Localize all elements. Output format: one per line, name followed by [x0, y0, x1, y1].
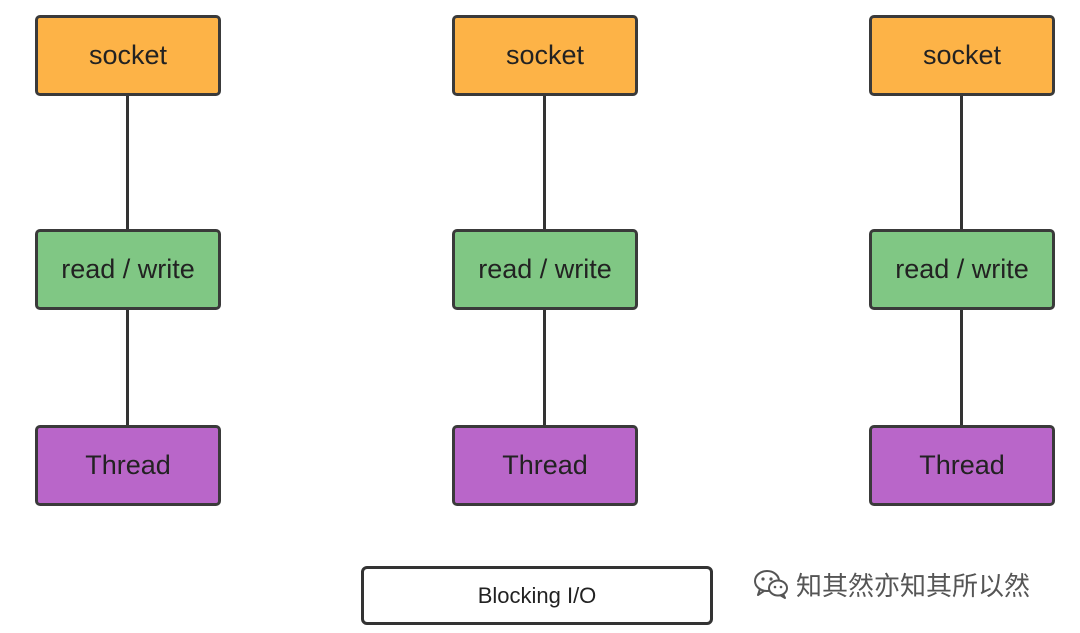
wechat-icon [752, 568, 790, 600]
read-write-node-2: read / write [452, 229, 638, 310]
diagram-caption: Blocking I/O [361, 566, 713, 625]
read-write-node-1: read / write [35, 229, 221, 310]
connector-socket-io-2 [543, 95, 546, 230]
watermark: 知其然亦知其所以然 [752, 564, 1030, 604]
connector-socket-io-1 [126, 95, 129, 230]
watermark-text: 知其然亦知其所以然 [796, 571, 1031, 602]
connector-io-thread-1 [126, 309, 129, 426]
thread-node-3: Thread [869, 425, 1055, 506]
connector-io-thread-2 [543, 309, 546, 426]
read-write-node-3: read / write [869, 229, 1055, 310]
socket-node-1: socket [35, 15, 221, 96]
connector-socket-io-3 [960, 95, 963, 230]
connector-io-thread-3 [960, 309, 963, 426]
socket-node-3: socket [869, 15, 1055, 96]
socket-node-2: socket [452, 15, 638, 96]
thread-node-2: Thread [452, 425, 638, 506]
thread-node-1: Thread [35, 425, 221, 506]
